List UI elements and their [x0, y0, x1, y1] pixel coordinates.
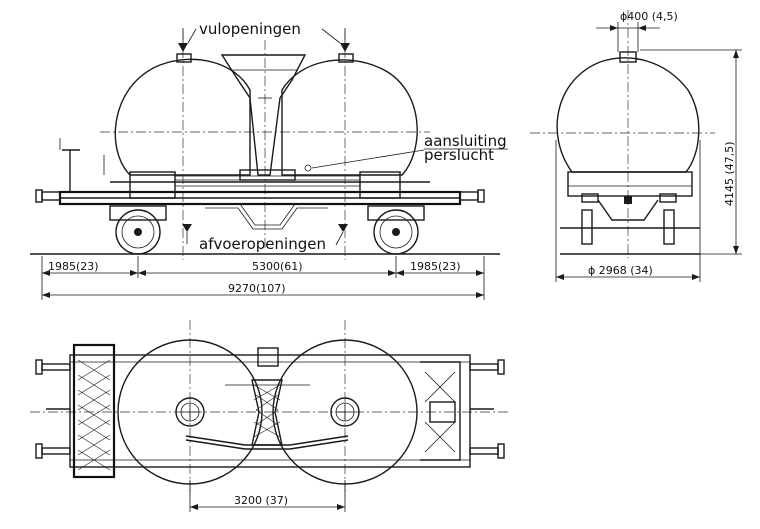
- left-bogie: [109, 205, 167, 255]
- right-bogie: [367, 205, 425, 255]
- dim-tank-spacing: 3200 (37): [234, 494, 288, 507]
- label-vulopeningen: vulopeningen: [199, 20, 301, 38]
- dim-wheelbase: 5300(61): [252, 260, 303, 273]
- right-tank: [281, 59, 418, 176]
- central-hopper: [220, 54, 307, 176]
- dim-total-length: 9270(107): [228, 282, 286, 295]
- dim-overhang-right: 1985(23): [410, 260, 461, 273]
- end-view: ϕ400 (4,5) 4145 (47,5) ϕ 2968 (34): [530, 10, 742, 282]
- left-tank: [114, 58, 251, 176]
- dim-opening-diameter: ϕ400 (4,5): [620, 10, 678, 23]
- hopper-hatching: [253, 384, 281, 438]
- dim-height: 4145 (47,5): [723, 141, 736, 206]
- label-aansluiting: aansluiting: [424, 132, 507, 150]
- left-filling-opening: [176, 53, 192, 63]
- label-perslucht: perslucht: [424, 146, 494, 164]
- top-view: 3200 (37): [30, 320, 510, 512]
- side-view: vulopeningen: [30, 20, 508, 300]
- label-afvoeropeningen: afvoeropeningen: [199, 235, 326, 253]
- end-tank: [556, 57, 700, 173]
- right-filling-opening: [338, 53, 354, 63]
- dim-tank-diameter: ϕ 2968 (34): [588, 264, 653, 277]
- dim-overhang-left: 1985(23): [48, 260, 99, 273]
- platform-hatching: [77, 359, 111, 471]
